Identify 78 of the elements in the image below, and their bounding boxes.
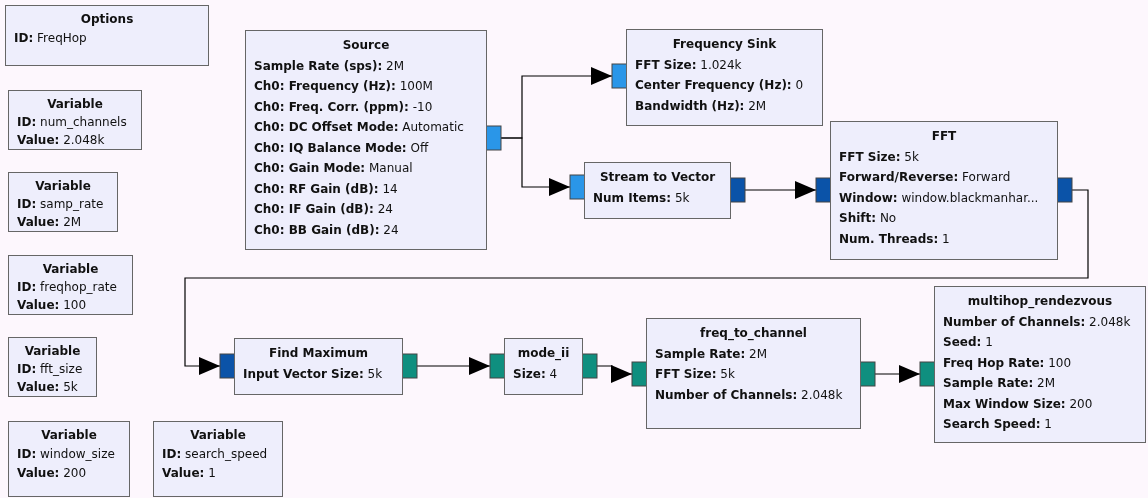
parameter-text: Input Vector Size: 5k [243,365,384,383]
parameter-text: Num Items: 5k [593,189,691,207]
arrow [500,137,571,196]
parameter-text: FFT Size: 5k [839,148,920,166]
parameter-text: FFT Size: 1.024k [635,56,743,74]
parameter-text: Ch0: Gain Mode: Manual [254,160,414,177]
block-title: Variable [189,427,247,444]
arrow [184,189,1089,375]
parameter-text: Value: 2M [17,214,83,231]
parameter-text: ID: samp_rate [17,196,105,213]
block-title: Stream to Vector [598,169,717,186]
parameter-text: Seed: 1 [943,334,994,351]
parameter-text: Value: 100 [17,297,88,314]
parameter-text: Ch0: IQ Balance Mode: Off [254,139,430,157]
parameter-text: Number of Channels: 2.048k [943,313,1132,331]
parameter-text: Value: 5k [17,379,79,396]
parameter-text: Value: 2.048k [17,132,106,149]
block-box [8,90,142,150]
arrow [874,365,921,383]
parameter-text: Ch0: DC Offset Mode: Automatic [254,119,465,136]
parameter-text: Sample Rate (sps): 2M [254,57,406,75]
block-box [646,318,861,429]
block-title: Variable [46,96,104,113]
parameter-text: ID: num_channels [17,114,128,131]
block-title: multihop_rendezvous [966,293,1114,311]
block-box [934,286,1146,443]
block-title: Options [79,11,135,28]
parameter-text: Ch0: RF Gain (dB): 14 [254,180,399,198]
parameter-text: Num. Threads: 1 [839,230,951,248]
block-box [8,337,97,397]
parameter-text: ID: fft_size [17,361,84,378]
block-box [584,162,731,219]
block-box [504,338,583,395]
block-title: mode_ii [516,345,571,363]
block-title: Variable [40,427,98,444]
parameter-text: Ch0: IF Gain (dB): 24 [254,201,394,218]
parameter-text: Freq Hop Rate: 100 [943,354,1073,372]
block-box [153,421,283,497]
block-box [245,30,487,250]
block-title: Source [341,37,391,54]
parameter-text: Ch0: BB Gain (dB): 24 [254,221,400,239]
parameter-text: Number of Channels: 2.048k [655,386,844,404]
block-box [8,255,133,315]
block-title: Variable [23,343,82,360]
parameter-text: Shift: No [839,210,898,227]
block-box [8,421,130,497]
block-title: Variable [34,178,92,195]
parameter-text: Center Frequency (Hz): 0 [635,77,805,94]
parameter-text: ID: search_speed [162,446,269,463]
parameter-text: Sample Rate: 2M [943,375,1057,392]
arrow [744,181,817,199]
arrow [596,365,633,383]
arrow [416,357,491,375]
parameter-text: Value: 200 [17,465,88,482]
parameter-text: Sample Rate: 2M [655,345,769,363]
parameter-text: ID: FreqHop [14,29,88,47]
block-box [8,172,118,232]
parameter-text: Value: 1 [162,465,217,482]
parameter-text: Forward/Reverse: Forward [839,169,1012,186]
block-box [234,338,403,395]
block-box [5,5,209,66]
block-box [626,29,823,126]
parameter-text: Max Window Size: 200 [943,395,1094,413]
parameter-text: Search Speed: 1 [943,416,1053,433]
parameter-text: ID: freqhop_rate [17,279,118,296]
block-box [830,121,1058,260]
parameter-text: Ch0: Freq. Corr. (ppm): -10 [254,98,434,116]
parameter-text: Window: window.blackmanhar... [839,189,1040,207]
parameter-text: Bandwidth (Hz): 2M [635,97,768,115]
block-title: FFT [930,128,958,145]
block-title: freq_to_channel [699,325,808,343]
parameter-text: Ch0: Frequency (Hz): 100M [254,78,434,95]
block-title: Frequency Sink [671,36,778,53]
block-title: Find Maximum [267,345,370,362]
parameter-text: Size: 4 [513,365,559,383]
block-title: Variable [41,261,100,278]
parameter-text: FFT Size: 5k [655,366,736,383]
parameter-text: ID: window_size [17,446,116,463]
